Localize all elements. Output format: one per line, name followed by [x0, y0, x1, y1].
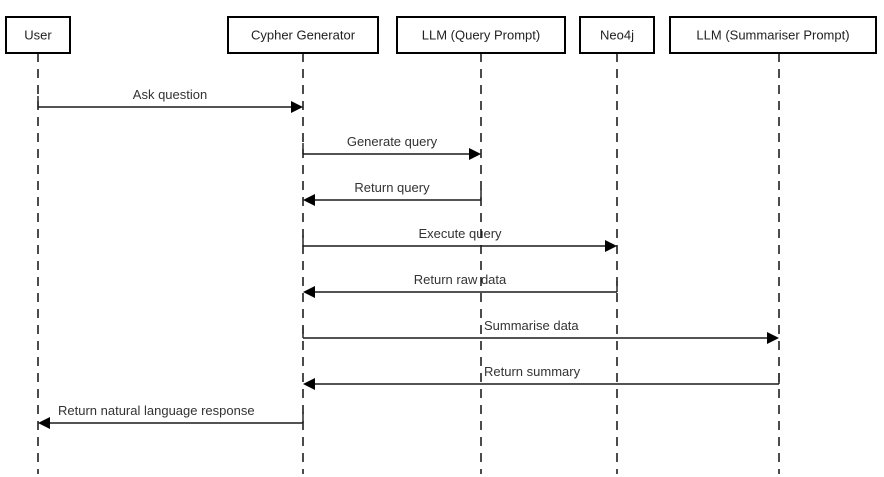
- arrowhead-return-natural-language-response: [38, 417, 50, 429]
- message-return-raw-data[interactable]: Return raw data: [303, 272, 618, 298]
- message-summarise-data[interactable]: Summarise data: [302, 318, 779, 344]
- message-generate-query[interactable]: Generate query: [302, 134, 481, 160]
- participant-label-cypher-generator: Cypher Generator: [251, 27, 356, 42]
- arrowhead-execute-query: [605, 240, 617, 252]
- participant-box-cypher-generator: [227, 16, 379, 54]
- participant-user[interactable]: User: [5, 16, 71, 54]
- participant-box-user: [5, 16, 71, 54]
- message-return-natural-language-response[interactable]: Return natural language response: [38, 403, 304, 429]
- message-ask-question[interactable]: Ask question: [37, 87, 303, 113]
- message-execute-query[interactable]: Execute query: [302, 226, 617, 252]
- message-label-return-summary: Return summary: [484, 364, 581, 379]
- participant-cypher-generator[interactable]: Cypher Generator: [227, 16, 379, 54]
- participant-label-user: User: [24, 27, 52, 42]
- participant-label-neo4j: Neo4j: [600, 27, 634, 42]
- participant-box-llm-query-prompt: [396, 16, 566, 54]
- message-return-query[interactable]: Return query: [303, 180, 482, 206]
- message-label-return-natural-language-response: Return natural language response: [58, 403, 255, 418]
- participant-neo4j[interactable]: Neo4j: [579, 16, 655, 54]
- message-return-summary[interactable]: Return summary: [303, 364, 780, 390]
- arrowhead-return-summary: [303, 378, 315, 390]
- participants-layer: User Cypher Generator LLM (Query Prompt) Ne…: [5, 16, 877, 54]
- arrowhead-summarise-data: [767, 332, 779, 344]
- message-label-ask-question: Ask question: [133, 87, 207, 102]
- participant-llm-summariser-prompt[interactable]: LLM (Summariser Prompt): [669, 16, 877, 54]
- message-label-execute-query: Execute query: [418, 226, 502, 241]
- participant-label-llm-query-prompt: LLM (Query Prompt): [422, 27, 540, 42]
- lifelines-layer: [37, 53, 780, 474]
- participant-label-llm-summariser-prompt: LLM (Summariser Prompt): [696, 27, 849, 42]
- message-label-return-query: Return query: [354, 180, 430, 195]
- arrowhead-return-query: [303, 194, 315, 206]
- participant-box-llm-summariser-prompt: [669, 16, 877, 54]
- participant-llm-query-prompt[interactable]: LLM (Query Prompt): [396, 16, 566, 54]
- arrowhead-return-raw-data: [303, 286, 315, 298]
- arrowhead-generate-query: [469, 148, 481, 160]
- message-label-generate-query: Generate query: [347, 134, 438, 149]
- message-label-return-raw-data: Return raw data: [414, 272, 507, 287]
- participant-box-neo4j: [579, 16, 655, 54]
- arrowhead-ask-question: [291, 101, 303, 113]
- message-label-summarise-data: Summarise data: [484, 318, 579, 333]
